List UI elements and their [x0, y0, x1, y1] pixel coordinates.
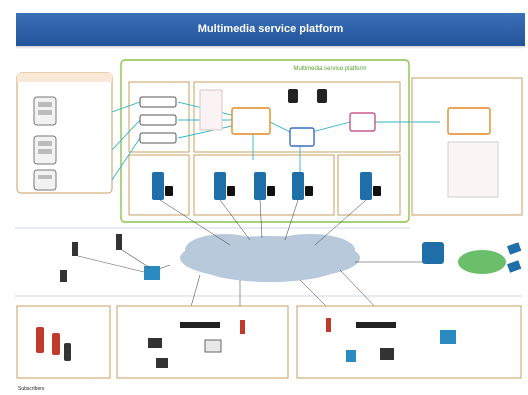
banner-shadow: [16, 46, 525, 49]
core-notes: [199, 89, 223, 131]
right-core-node: [447, 107, 491, 135]
app-server-3: [139, 132, 177, 144]
left-terminal-3: [33, 169, 57, 191]
access-region-1: [16, 305, 111, 379]
media-servers: [152, 172, 372, 200]
left-access-links: [77, 249, 151, 273]
left-router: [144, 266, 160, 280]
core-region: [193, 81, 401, 153]
access-devices-1: [36, 327, 71, 361]
right-router-box: [422, 242, 444, 264]
right-table: [447, 141, 499, 198]
access-region-3: [296, 305, 522, 379]
left-subscriber-box: [16, 72, 113, 194]
cloud-links: [149, 199, 430, 313]
right-region: [411, 77, 523, 216]
media-region-1: [128, 154, 190, 216]
right-edge-icons: [506, 242, 522, 273]
core-node-pink: [349, 112, 376, 132]
access-devices-3: [326, 318, 456, 362]
network-cloud: [180, 234, 360, 282]
left-subscriber-header: [17, 73, 112, 82]
access-region-2: [116, 305, 289, 379]
left-terminal-2: [33, 135, 57, 165]
apps-region: [128, 81, 190, 153]
media-region-3: [337, 154, 401, 216]
core-node-blue: [289, 127, 315, 147]
access-devices-2: [148, 320, 245, 368]
media-region-2: [193, 154, 335, 216]
subscribers-label: Subscribers: [18, 386, 45, 392]
left-phones: [60, 234, 122, 282]
media-server-badges: [165, 186, 381, 196]
core-node-orange: [231, 107, 271, 135]
title-banner: Multimedia service platform: [16, 13, 525, 49]
platform-label: Multimedia service platform: [293, 66, 366, 72]
right-cloud: [458, 250, 506, 274]
left-terminal-1: [33, 96, 57, 126]
app-server-1: [139, 96, 177, 108]
page-title: Multimedia service platform: [197, 23, 344, 35]
core-phones: [288, 89, 327, 103]
app-server-2: [139, 114, 177, 126]
